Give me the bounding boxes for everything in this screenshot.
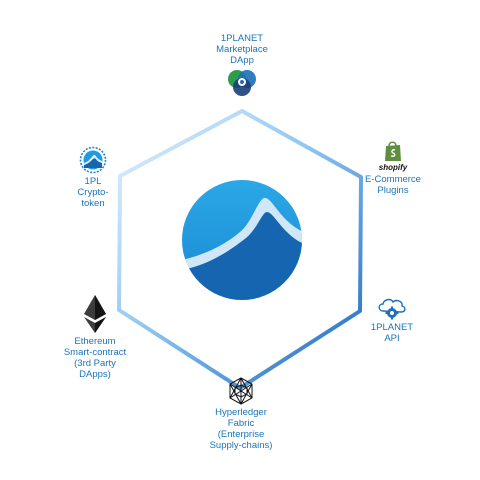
crypto-line-2: Crypto- <box>77 187 109 198</box>
shopify-wordmark: shopify <box>378 163 408 172</box>
crypto-token-badge-icon <box>79 146 107 174</box>
hexagon-outline <box>117 109 363 390</box>
ethereum-line-2: Smart-contract <box>63 347 127 358</box>
marketplace-line-2: Marketplace <box>216 44 268 55</box>
node-crypto-token: 1PL Crypto- token <box>62 146 124 209</box>
ethereum-line-3: (3rd Party <box>74 358 116 369</box>
ecommerce-line-2: Plugins <box>377 185 409 196</box>
node-ecommerce: shopify E-Commerce Plugins <box>355 140 431 196</box>
node-hyperledger: Hyperledger Fabric (Enterprise Supply-ch… <box>188 377 294 451</box>
hyperledger-line-2: Fabric <box>227 418 255 429</box>
hyperledger-line-4: Supply-chains) <box>209 440 273 451</box>
node-ethereum: Ethereum Smart-contract (3rd Party DApps… <box>47 294 143 380</box>
api-line-2: API <box>384 333 400 344</box>
node-marketplace: 1PLANET Marketplace DApp <box>195 33 289 100</box>
marketplace-line-3: DApp <box>230 55 254 66</box>
cloud-gear-icon <box>378 298 406 320</box>
node-api: 1PLANET API <box>360 296 424 344</box>
ethereum-line-4: DApps) <box>79 369 111 380</box>
api-line-1: 1PLANET <box>370 322 414 333</box>
center-logo-icon <box>182 180 302 300</box>
ethereum-diamond-icon <box>84 295 106 333</box>
crypto-line-1: 1PL <box>84 176 102 187</box>
ethereum-line-1: Ethereum <box>74 336 116 347</box>
crypto-line-3: token <box>81 198 105 209</box>
hyperledger-line-1: Hyperledger <box>215 407 267 418</box>
hyperledger-network-icon <box>229 377 253 405</box>
venn-circles-icon <box>228 70 256 96</box>
shopify-bag-icon <box>385 141 401 161</box>
ecommerce-line-1: E-Commerce <box>365 174 421 185</box>
marketplace-line-1: 1PLANET <box>220 33 264 44</box>
hyperledger-line-3: (Enterprise <box>217 429 265 440</box>
